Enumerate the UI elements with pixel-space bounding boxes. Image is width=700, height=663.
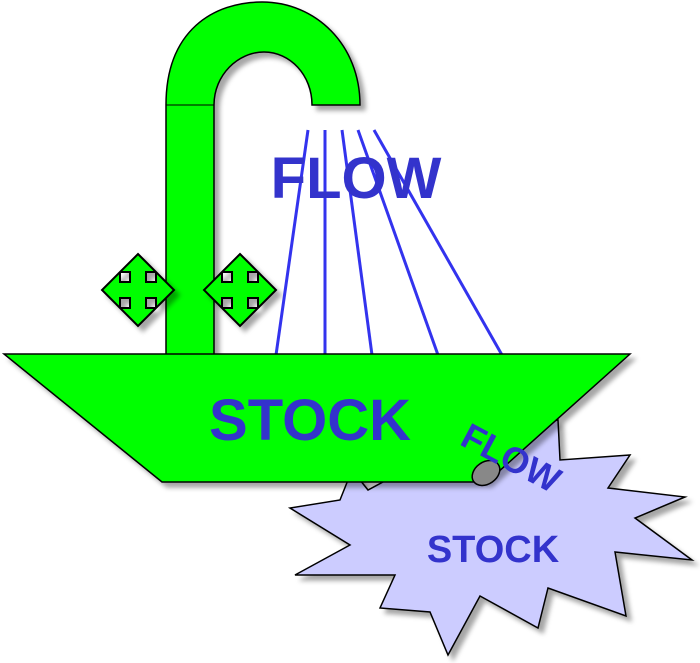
faucet-handle-right-icon bbox=[204, 254, 276, 326]
faucet-flow-label: FLOW bbox=[271, 146, 442, 211]
puddle-stock-label: STOCK bbox=[427, 529, 560, 571]
basin-stock-label: STOCK bbox=[209, 388, 411, 453]
faucet-handle-left-icon bbox=[102, 254, 174, 326]
